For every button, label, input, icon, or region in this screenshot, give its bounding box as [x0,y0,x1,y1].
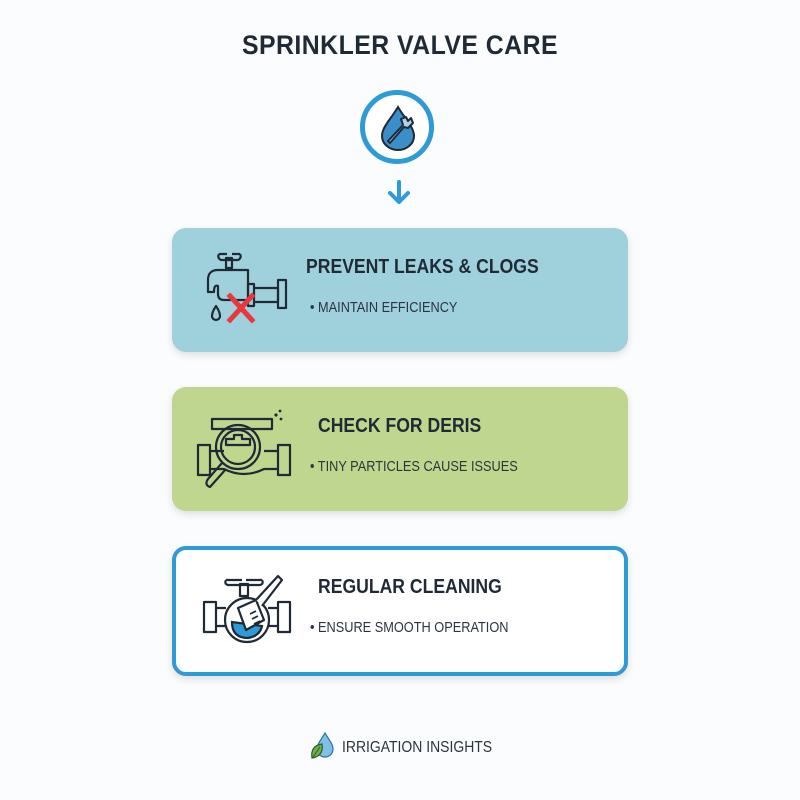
footer-brand: IRRIGATION INSIGHTS [310,731,509,765]
water-drop-wrench-icon [360,90,434,164]
card-heading: PREVENT LEAKS & CLOGS [306,256,539,278]
arrow-down-icon [386,180,412,211]
card-check-debris: CHECK FOR DERIS • TINY PARTICLES CAUSE I… [172,387,628,511]
page-title: SPRINKLER VALVE CARE [241,30,559,60]
card-bullet: • ENSURE SMOOTH OPERATION [310,620,509,636]
brand-name: IRRIGATION INSIGHTS [342,739,493,756]
card-heading: CHECK FOR DERIS [318,415,482,437]
card-bullet: • TINY PARTICLES CAUSE ISSUES [310,459,518,475]
valve-magnifier-icon [194,409,292,489]
card-bullet: • MAINTAIN EFFICIENCY [310,300,458,316]
card-prevent-leaks: PREVENT LEAKS & CLOGS • MAINTAIN EFFICIE… [172,228,628,352]
valve-brush-icon [198,572,292,652]
faucet-leak-cross-icon [194,250,288,330]
leaf-drop-logo-icon [310,731,336,765]
card-regular-cleaning: REGULAR CLEANING • ENSURE SMOOTH OPERATI… [172,546,628,676]
card-heading: REGULAR CLEANING [318,576,502,598]
